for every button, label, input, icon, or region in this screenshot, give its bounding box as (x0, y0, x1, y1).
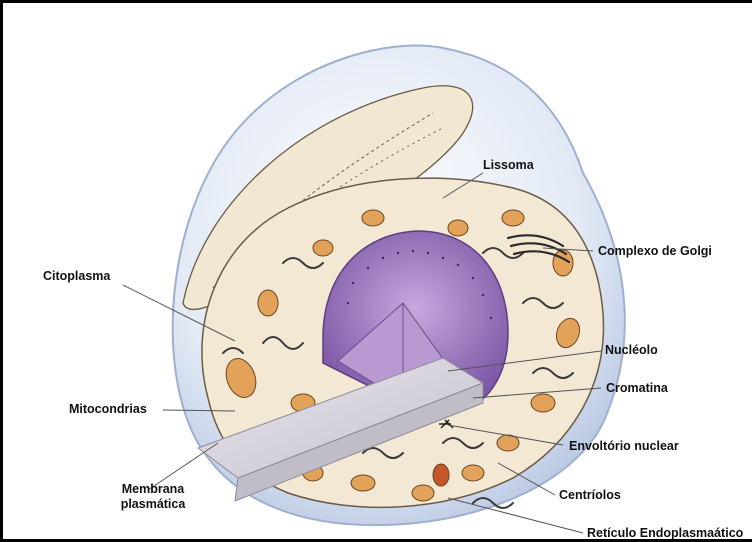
cell-illustration (3, 3, 752, 542)
label-membrana-line2: plasmática (108, 497, 198, 512)
label-centriolos: Centríolos (559, 488, 621, 503)
label-envoltorio: Envoltório nuclear (569, 439, 679, 454)
label-cromatina: Cromatina (606, 381, 668, 396)
label-mitocondrias: Mitocondrias (69, 402, 147, 417)
label-reticulo: Retículo Endoplasmaático (587, 526, 743, 541)
label-lissoma: Lissoma (483, 158, 534, 173)
label-golgi: Complexo de Golgi (598, 244, 712, 259)
label-nucleolo: Nucléolo (605, 343, 658, 358)
label-membrana-line1: Membrana (108, 482, 198, 497)
label-citoplasma: Citoplasma (43, 269, 110, 284)
label-membrana: Membrana plasmática (108, 482, 198, 512)
